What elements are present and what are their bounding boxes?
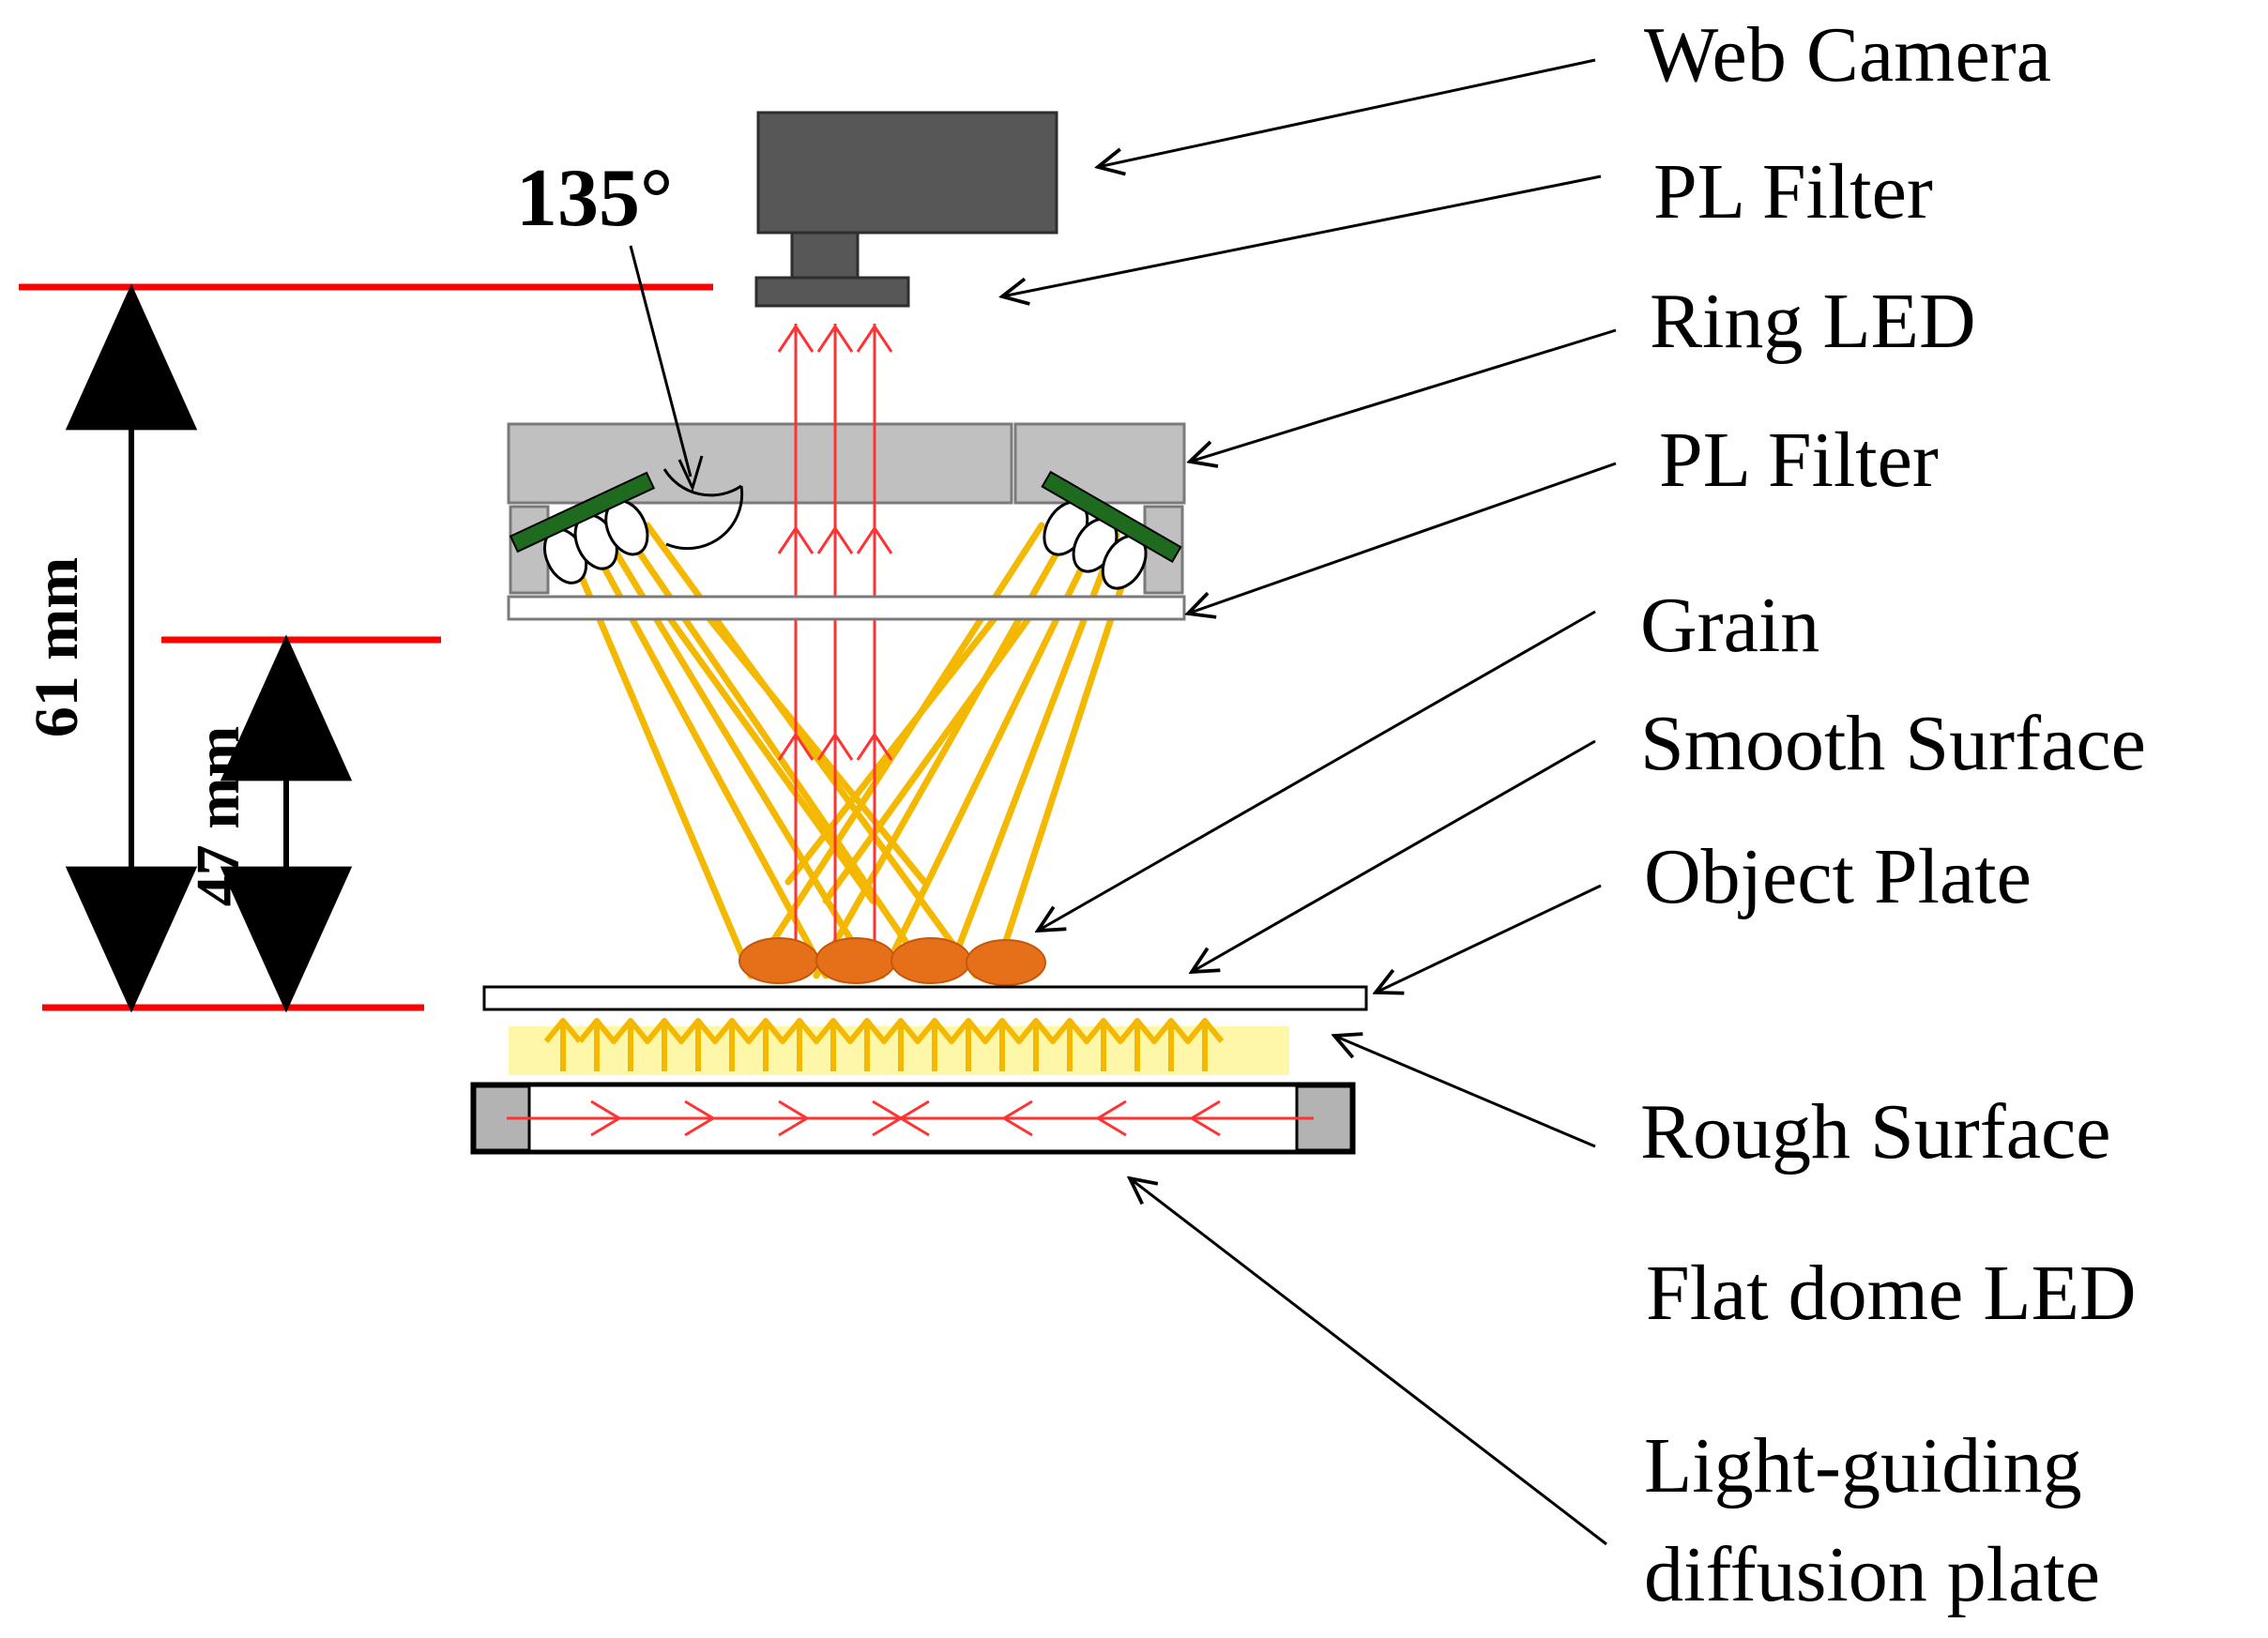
left-led-board [509, 471, 656, 554]
reflected-red-rays [777, 324, 893, 957]
grains [738, 937, 1046, 986]
diffuse-light-layer [509, 1018, 1289, 1075]
upward-diffuse-arrows [543, 1018, 1225, 1071]
label-pl-filter-bottom: PL Filter [1659, 417, 1939, 504]
leader-smooth-surface [1192, 739, 1596, 972]
angle-pointer [629, 245, 693, 478]
label-ring-led: Ring LED [1650, 278, 1976, 365]
leader-grain [1038, 610, 1596, 931]
lower-pl-filter [507, 595, 1186, 621]
camera-body [756, 111, 1058, 235]
leader-pl-filter-bottom [1188, 462, 1617, 614]
angle-annotation: 135° [516, 153, 704, 493]
ring-housing-left [507, 422, 1013, 505]
dimension-arrows: 61 mm 47 mm [23, 283, 353, 1013]
label-grain: Grain [1640, 582, 1819, 669]
leader-rough-surface [1334, 1036, 1596, 1148]
lower-height-label: 47 mm [184, 726, 252, 906]
leader-web-camera [1098, 58, 1596, 167]
leader-flat-dome-led [1130, 1178, 1607, 1546]
ring-housing-right [1013, 422, 1186, 505]
leader-ring-led [1190, 328, 1617, 462]
leader-pl-filter-top [1002, 174, 1602, 296]
label-pl-filter-top: PL Filter [1653, 148, 1933, 235]
grain-2 [815, 937, 896, 984]
label-light-guiding-line2: diffusion plate [1644, 1531, 2100, 1618]
ring-light-rays [564, 522, 1139, 979]
callout-labels: Web Camera PL Filter Ring LED PL Filter … [1640, 11, 2146, 1618]
angle-arc [662, 468, 742, 497]
label-web-camera: Web Camera [1644, 11, 2051, 99]
callout-leaders [1002, 58, 1617, 1546]
label-smooth-surface: Smooth Surface [1640, 700, 2146, 787]
grain-4 [966, 939, 1046, 986]
grain-1 [738, 937, 819, 984]
guided-light-chevrons [590, 1100, 1221, 1137]
total-height-label: 61 mm [23, 557, 91, 737]
label-light-guiding-line1: Light-guiding [1644, 1422, 2082, 1509]
camera-pl-filter [754, 276, 910, 308]
grain-3 [890, 937, 971, 984]
web-camera [754, 111, 1058, 308]
right-led-array [1041, 470, 1182, 590]
ring-led-housing [507, 422, 1186, 595]
left-led-array [509, 468, 744, 584]
right-led-board [1041, 470, 1182, 564]
camera-lens-mount [790, 231, 860, 280]
red-chevrons [777, 324, 893, 761]
object-plate [482, 985, 1368, 1011]
angle-label: 135° [516, 153, 673, 244]
label-flat-dome-led: Flat dome LED [1646, 1250, 2137, 1337]
light-guiding-diffusion-plate [470, 1082, 1356, 1155]
label-object-plate: Object Plate [1644, 833, 2032, 920]
leader-object-plate [1376, 884, 1602, 993]
label-rough-surface: Rough Surface [1640, 1088, 2111, 1175]
